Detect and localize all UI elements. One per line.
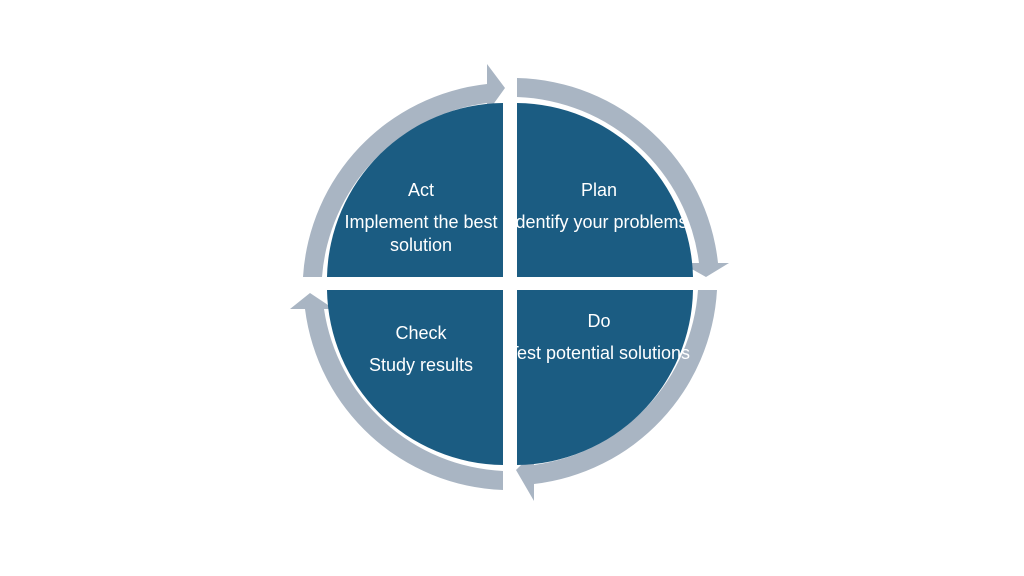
- quadrant-check: [327, 290, 503, 465]
- quadrant-plan-title: Plan: [580, 180, 618, 200]
- quadrant-do-description: Test potential solutions: [507, 343, 691, 363]
- quadrant-do-text: Do Test potential solutions: [504, 310, 694, 365]
- arrow-act-to-plan: [303, 64, 505, 277]
- quadrant-act: [327, 103, 503, 277]
- quadrant-check-description: Study results: [368, 355, 474, 375]
- quadrant-act-text: Act Implement the best solution: [326, 179, 516, 257]
- arrow-check-to-act: [290, 293, 503, 490]
- quadrant-plan: [517, 103, 693, 277]
- quadrant-plan-text: Plan Identify your problems: [504, 179, 694, 234]
- quadrant-plan-description: Identify your problems: [510, 212, 688, 232]
- quadrant-act-title: Act: [407, 180, 434, 200]
- quadrant-do-title: Do: [587, 311, 611, 331]
- quadrant-do: [517, 290, 693, 465]
- arrow-plan-to-do: [517, 78, 729, 277]
- arrow-do-to-check: [516, 290, 717, 501]
- quadrant-check-title: Check: [395, 323, 447, 343]
- quadrant-act-description: Implement the best solution: [344, 212, 498, 255]
- quadrant-check-text: Check Study results: [326, 322, 516, 377]
